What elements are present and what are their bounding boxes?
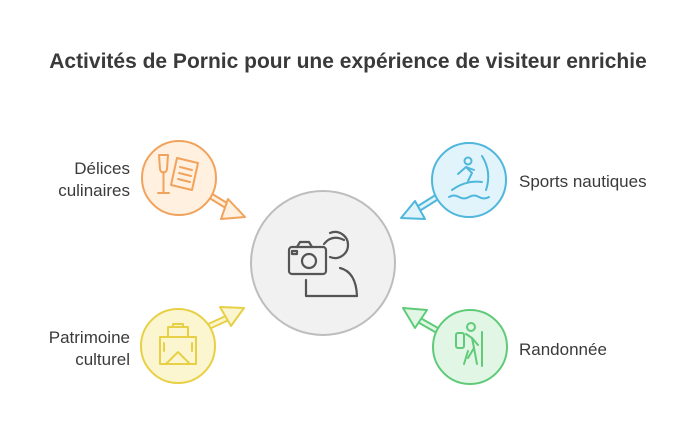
circle-randonnee [432, 309, 508, 385]
label-delices-line2: culinaires [58, 181, 130, 200]
arrowhead-patrimoine [219, 306, 245, 327]
label-sports: Sports nautiques [519, 171, 647, 193]
arrowhead-sports [400, 200, 426, 220]
label-patrimoine-line2: culturel [75, 350, 130, 369]
arrowhead-randonnee [402, 307, 428, 329]
label-randonnee: Randonnée [519, 339, 607, 361]
arrowhead-delices [220, 198, 246, 220]
diagram-title: Activités de Pornic pour une expérience … [49, 50, 647, 73]
node-sports [400, 142, 507, 220]
circle-patrimoine [140, 308, 216, 384]
label-delices-line1: Délices [74, 159, 130, 178]
label-patrimoine-line1: Patrimoine [48, 328, 130, 347]
monument-icon [159, 323, 197, 365]
node-randonnee [402, 307, 508, 385]
label-randonnee-line1: Randonnée [519, 340, 607, 359]
label-patrimoine: Patrimoine culturel [49, 327, 130, 371]
label-sports-line1: Sports nautiques [519, 172, 647, 191]
tourist-camera-icon [287, 230, 359, 298]
center-circle [250, 190, 396, 336]
node-delices [141, 140, 246, 220]
food-menu-icon [157, 154, 199, 194]
surfer-icon [448, 155, 490, 200]
hiker-icon [455, 322, 483, 367]
circle-delices [141, 140, 217, 216]
label-delices: Délices culinaires [58, 158, 130, 202]
node-patrimoine [140, 306, 245, 384]
